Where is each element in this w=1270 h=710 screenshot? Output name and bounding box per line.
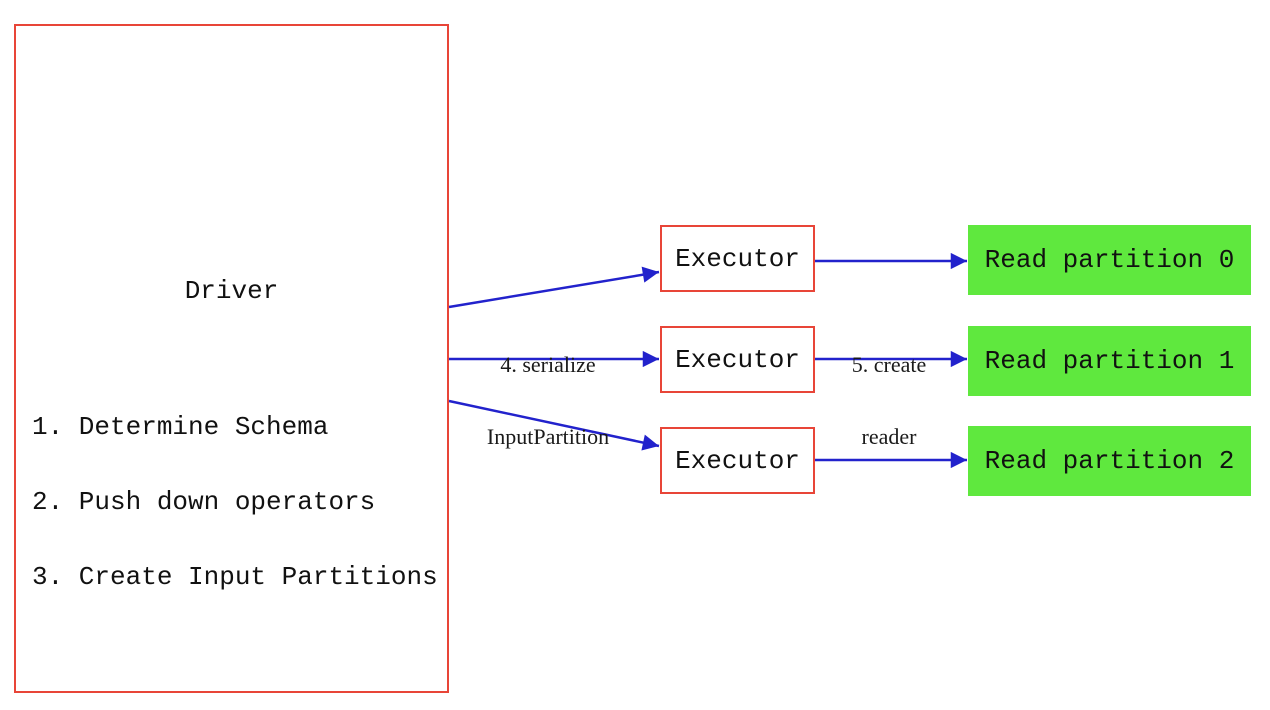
serialize-label-line-2: InputPartition (486, 424, 610, 449)
read-partition-box-1: Read partition 1 (968, 326, 1251, 396)
executor-label-1: Executor (675, 243, 800, 274)
serialize-inputpartition-label: 4. serialize InputPartition (448, 305, 648, 497)
executor-label-3: Executor (675, 445, 800, 476)
driver-title: Driver (184, 276, 279, 306)
read-partition-label-2: Read partition 2 (984, 446, 1235, 476)
executor-box-1: Executor (660, 225, 815, 292)
read-partition-box-0: Read partition 0 (968, 225, 1251, 295)
create-reader-label-line-2: reader (861, 424, 917, 449)
arrow-driver-to-executor-1 (448, 266, 660, 309)
executor-box-2: Executor (660, 326, 815, 393)
driver-steps: 1. Determine Schema 2. Push down operato… (32, 365, 438, 640)
driver-box: Driver 1. Determine Schema 2. Push down … (14, 24, 449, 693)
create-reader-label: 5. create reader (789, 305, 989, 497)
driver-step-2: 2. Push down operators (32, 487, 376, 517)
executor-label-2: Executor (675, 344, 800, 375)
read-partition-label-0: Read partition 0 (984, 245, 1235, 275)
create-reader-label-line-1: 5. create (851, 352, 927, 377)
executor-box-3: Executor (660, 427, 815, 494)
read-partition-box-2: Read partition 2 (968, 426, 1251, 496)
read-partition-label-1: Read partition 1 (984, 346, 1235, 376)
serialize-label-line-1: 4. serialize (500, 352, 596, 377)
driver-step-3: 3. Create Input Partitions (32, 562, 438, 592)
driver-step-1: 1. Determine Schema (32, 412, 329, 442)
